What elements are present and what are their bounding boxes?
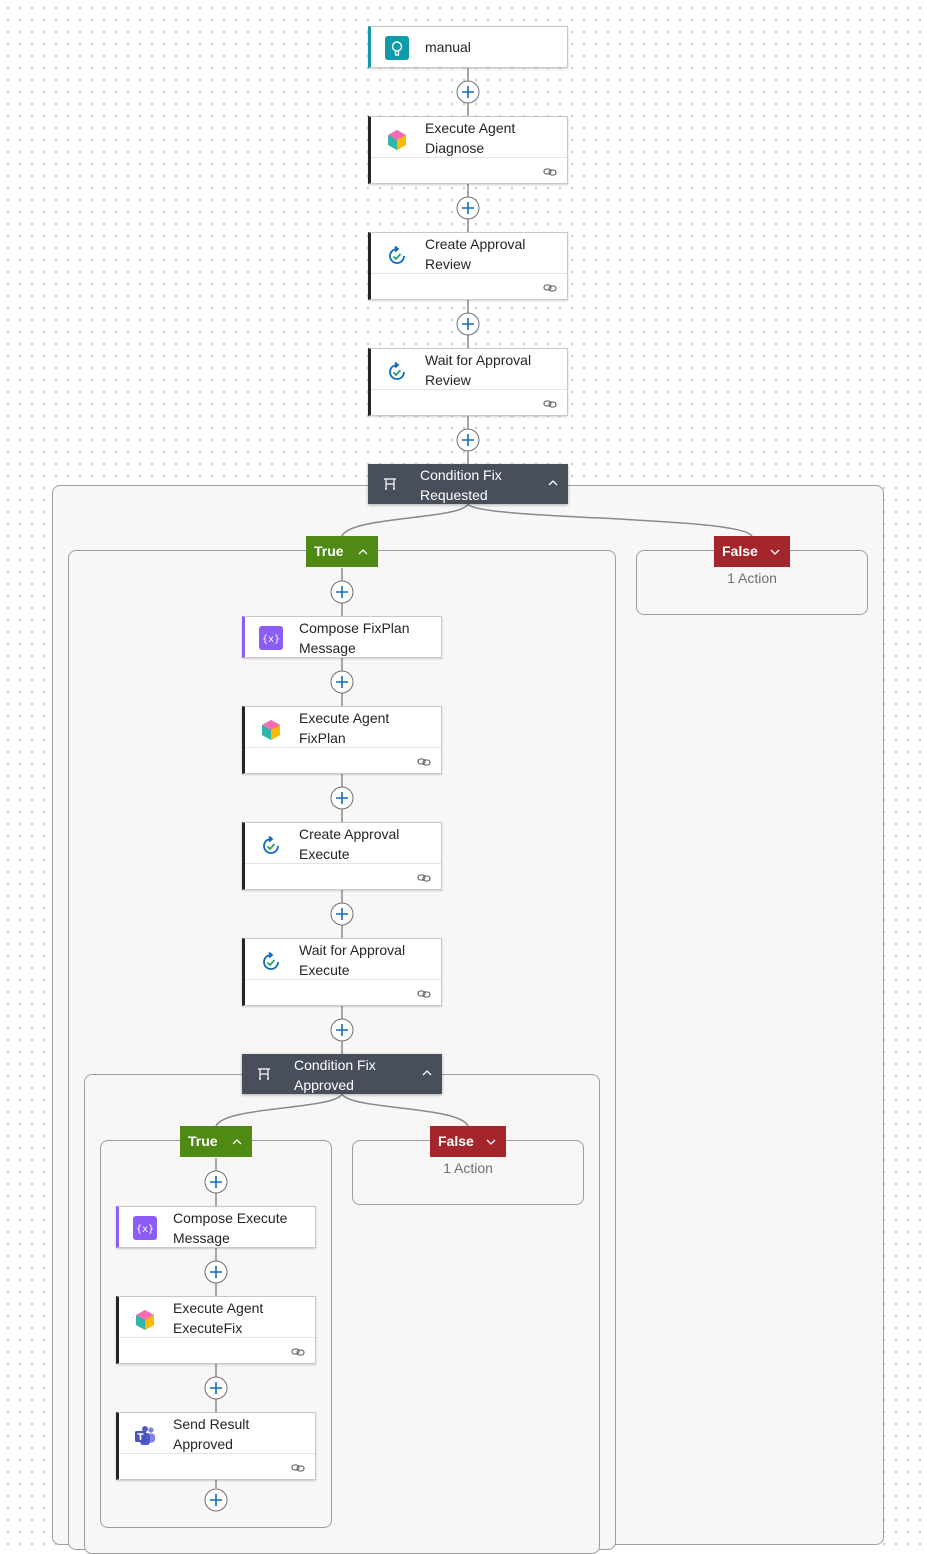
card-divider (245, 747, 441, 748)
approval-icon (389, 245, 405, 264)
condition-icon (384, 478, 396, 490)
add-step-button[interactable] (204, 1488, 228, 1512)
action-title: Compose Execute Message (173, 1210, 288, 1246)
chevron-up-icon[interactable] (420, 1066, 434, 1080)
true-label: True (314, 543, 344, 559)
action-title: Execute Agent ExecuteFix (173, 1300, 264, 1336)
add-step-button[interactable] (456, 428, 480, 452)
execute-agent-fixplan-card[interactable]: Execute Agent FixPlan (242, 706, 442, 774)
action-title: Execute Agent FixPlan (299, 710, 390, 746)
chevron-down-icon[interactable] (768, 545, 782, 559)
compose-icon: {x} (259, 626, 283, 650)
add-step-button[interactable] (330, 902, 354, 926)
fix-requested-false-tag[interactable]: False (714, 536, 790, 567)
compose-fixplan-message-card[interactable]: {x} Compose FixPlan Message (242, 616, 442, 658)
trigger-label: manual (425, 39, 471, 55)
chevron-up-icon[interactable] (546, 476, 560, 490)
approval-icon (389, 361, 405, 380)
svg-text:{x}: {x} (262, 634, 280, 645)
fix-approved-false-tag[interactable]: False (430, 1126, 506, 1157)
wait-approval-review-card[interactable]: Wait for Approval Review (368, 348, 568, 416)
condition-fix-approved-header[interactable]: Condition Fix Approved (242, 1054, 442, 1094)
approval-icon (263, 835, 279, 854)
true-label: True (188, 1133, 218, 1149)
copilot-agent-icon (262, 720, 280, 740)
add-step-button[interactable] (330, 1018, 354, 1042)
chevron-up-icon[interactable] (356, 545, 370, 559)
trigger-manual-card[interactable]: manual (368, 26, 568, 68)
add-step-button[interactable] (456, 196, 480, 220)
false-label: False (722, 543, 758, 559)
link-icon[interactable] (543, 399, 557, 409)
false-action-count: 1 Action (727, 570, 777, 586)
create-approval-execute-card[interactable]: Create Approval Execute (242, 822, 442, 890)
card-divider (371, 157, 567, 158)
card-divider (245, 979, 441, 980)
trigger-icon (385, 36, 409, 60)
link-icon[interactable] (543, 283, 557, 293)
add-step-button[interactable] (204, 1170, 228, 1194)
action-title: Create Approval Execute (299, 826, 400, 862)
execute-agent-executefix-card[interactable]: Execute Agent ExecuteFix (116, 1296, 316, 1364)
condition-title: Condition Fix Requested (420, 467, 502, 503)
condition-title: Condition Fix Approved (294, 1057, 376, 1093)
copilot-agent-icon (388, 130, 406, 150)
compose-execute-message-card[interactable]: {x} Compose Execute Message (116, 1206, 316, 1248)
condition-fix-requested-header[interactable]: Condition Fix Requested (368, 464, 568, 504)
execute-agent-diagnose-card[interactable]: Execute Agent Diagnose (368, 116, 568, 184)
link-icon[interactable] (543, 167, 557, 177)
add-step-button[interactable] (330, 786, 354, 810)
chevron-down-icon[interactable] (484, 1135, 498, 1149)
link-icon[interactable] (291, 1347, 305, 1357)
add-step-button[interactable] (330, 580, 354, 604)
link-icon[interactable] (417, 757, 431, 767)
link-icon[interactable] (417, 873, 431, 883)
copilot-agent-icon (136, 1310, 154, 1330)
fix-approved-true-tag[interactable]: True (180, 1126, 252, 1157)
action-title: Compose FixPlan Message (299, 620, 410, 656)
add-step-button[interactable] (456, 80, 480, 104)
condition-icon (258, 1068, 270, 1080)
card-divider (119, 1337, 315, 1338)
card-divider (119, 1453, 315, 1454)
add-step-button[interactable] (204, 1376, 228, 1400)
action-title: Wait for Approval Execute (299, 942, 406, 978)
false-label: False (438, 1133, 474, 1149)
teams-icon (135, 1426, 155, 1445)
action-title: Wait for Approval Review (425, 352, 532, 388)
action-title: Send Result Approved (173, 1416, 250, 1452)
compose-icon: {x} (133, 1216, 157, 1240)
link-icon[interactable] (417, 989, 431, 999)
svg-text:{x}: {x} (136, 1224, 154, 1235)
card-divider (245, 863, 441, 864)
fix-requested-true-tag[interactable]: True (306, 536, 378, 567)
chevron-up-icon[interactable] (230, 1135, 244, 1149)
action-title: Execute Agent Diagnose (425, 120, 516, 156)
card-divider (371, 273, 567, 274)
action-title: Create Approval Review (425, 236, 526, 272)
wait-approval-execute-card[interactable]: Wait for Approval Execute (242, 938, 442, 1006)
send-result-approved-card[interactable]: Send Result Approved (116, 1412, 316, 1480)
approval-icon (263, 951, 279, 970)
create-approval-review-card[interactable]: Create Approval Review (368, 232, 568, 300)
add-step-button[interactable] (204, 1260, 228, 1284)
add-step-button[interactable] (330, 670, 354, 694)
link-icon[interactable] (291, 1463, 305, 1473)
add-step-button[interactable] (456, 312, 480, 336)
card-divider (371, 389, 567, 390)
false-action-count: 1 Action (443, 1160, 493, 1176)
